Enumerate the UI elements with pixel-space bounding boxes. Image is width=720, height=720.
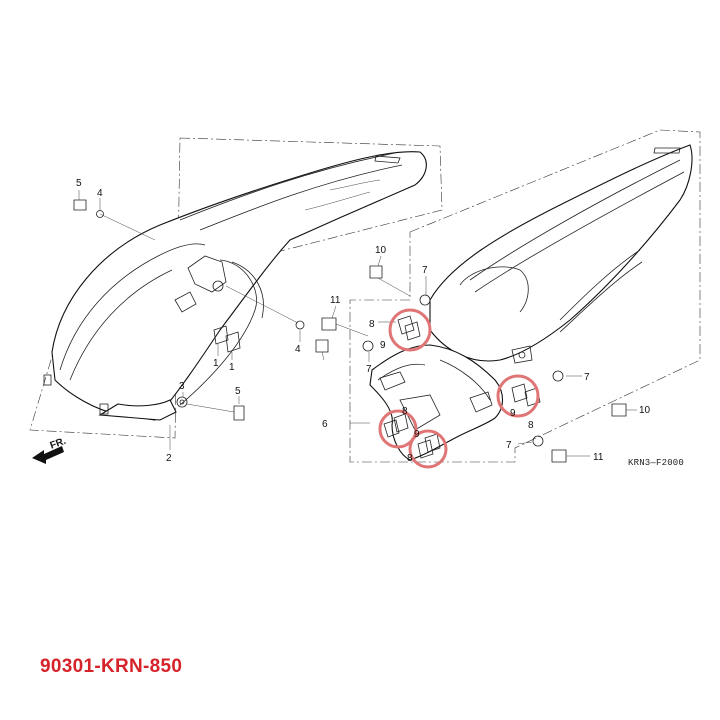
callout-8: 8 [407, 453, 413, 464]
rear-fender-left [29, 137, 443, 439]
callout-1: 1 [213, 358, 219, 369]
highlight-circle [378, 409, 418, 449]
callout-7: 7 [366, 364, 372, 375]
callout-10: 10 [375, 245, 387, 256]
callout-1: 1 [229, 362, 235, 373]
callouts: 5 4 4 1 1 3 5 2 10 7 11 8 9 7 6 8 9 8 9 … [76, 178, 684, 468]
callout-4: 4 [97, 188, 103, 199]
callout-9: 9 [414, 429, 420, 440]
highlight-circles [378, 308, 540, 469]
callout-9: 9 [380, 340, 386, 351]
callout-7: 7 [506, 440, 512, 451]
callout-5: 5 [76, 178, 82, 189]
callout-3: 3 [179, 381, 185, 392]
callout-4: 4 [295, 344, 301, 355]
leader-lines-right [331, 255, 637, 457]
callout-11: 11 [593, 452, 604, 463]
leader-lines-left [78, 190, 325, 450]
callout-7: 7 [422, 265, 428, 276]
callout-7: 7 [584, 372, 590, 383]
drawing-code: KRN3—F2000 [628, 458, 684, 468]
callout-2: 2 [166, 453, 172, 464]
direction-label: FR. [49, 436, 68, 452]
rear-fender-right [321, 129, 701, 463]
highlight-circle [388, 308, 432, 352]
part-number: 90301-KRN-850 [40, 656, 183, 677]
callout-8: 8 [369, 319, 375, 330]
callout-8: 8 [402, 406, 408, 417]
callout-6: 6 [322, 419, 328, 430]
callout-11: 11 [330, 295, 341, 306]
callout-9: 9 [510, 408, 516, 419]
highlight-circle [496, 374, 540, 418]
callout-5: 5 [235, 386, 241, 397]
highlight-circle [408, 429, 448, 469]
front-direction-arrow: FR. [32, 436, 68, 464]
callout-8: 8 [528, 420, 534, 431]
callout-10: 10 [639, 405, 651, 416]
